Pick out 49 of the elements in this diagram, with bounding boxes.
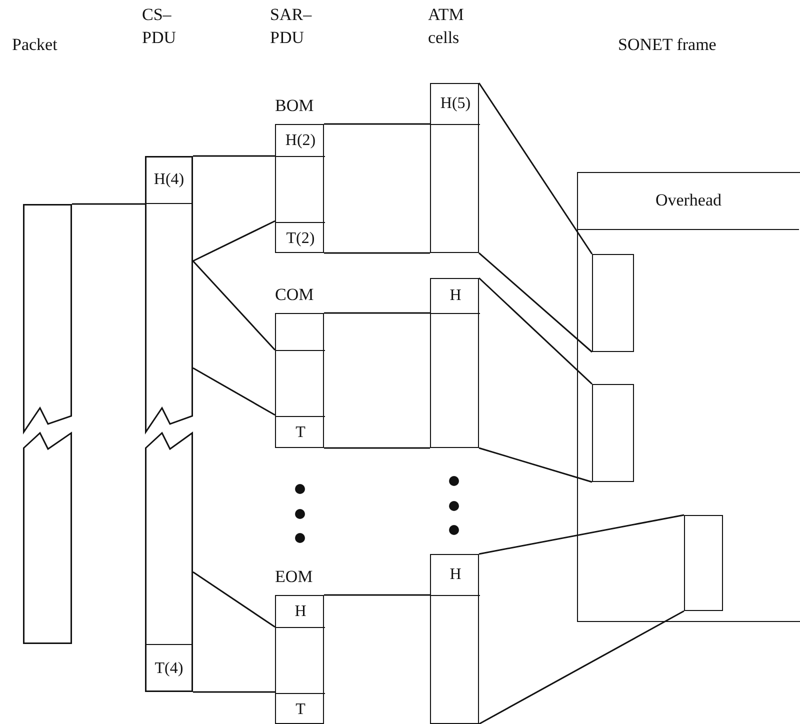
- payload-slot: [592, 254, 634, 352]
- connector-line: [192, 260, 276, 350]
- field-label: H: [448, 287, 462, 305]
- payload-slot: [592, 384, 634, 482]
- sar-pdu-box: [275, 595, 324, 724]
- connector-line: [478, 82, 593, 254]
- connector-line: [192, 367, 276, 416]
- field-label: Overhead: [654, 192, 723, 210]
- sonet-frame-box: [577, 172, 800, 622]
- connector-line: [193, 691, 275, 693]
- connector-line: [478, 514, 684, 555]
- column-heading: SAR– PDU: [270, 4, 313, 49]
- field-label: H(5): [439, 95, 472, 113]
- segment-label: COM: [275, 285, 314, 306]
- connector-line: [192, 571, 276, 628]
- field-label: T(2): [285, 230, 316, 248]
- sar-pdu-box: [275, 124, 324, 253]
- column-heading: SONET frame: [618, 34, 718, 56]
- field-label: T: [294, 424, 306, 442]
- connector-line: [478, 252, 592, 353]
- connector-line: [324, 594, 430, 596]
- segment-label: EOM: [275, 567, 313, 588]
- connector-line: [478, 610, 684, 724]
- field-label: H: [294, 602, 308, 620]
- connector-line: [478, 277, 593, 385]
- cs-pdu-bar: [145, 156, 193, 692]
- column-heading: CS– PDU: [142, 4, 178, 49]
- atm-cell-box: [430, 554, 479, 724]
- field-label: T: [294, 700, 306, 718]
- field-label: T(4): [154, 660, 184, 678]
- connector-line: [324, 123, 430, 125]
- connector-line: [324, 252, 430, 254]
- connector-line: [192, 220, 276, 262]
- field-label: H(4): [152, 170, 186, 188]
- atm-cell-box: [430, 83, 479, 253]
- column-heading: ATM cells: [428, 4, 465, 49]
- connector-line: [72, 203, 145, 205]
- segment-label: BOM: [275, 96, 314, 116]
- sar-pdu-box: [275, 313, 324, 448]
- field-label: H(2): [284, 132, 317, 150]
- connector-line: [324, 447, 430, 449]
- payload-slot: [684, 515, 723, 611]
- connector-line: [324, 312, 430, 314]
- field-label: H: [448, 566, 462, 584]
- connector-line: [478, 447, 592, 483]
- packet-bar: [23, 204, 72, 644]
- atm-cell-box: [430, 278, 479, 448]
- connector-line: [193, 155, 275, 157]
- column-heading: Packet: [12, 34, 58, 56]
